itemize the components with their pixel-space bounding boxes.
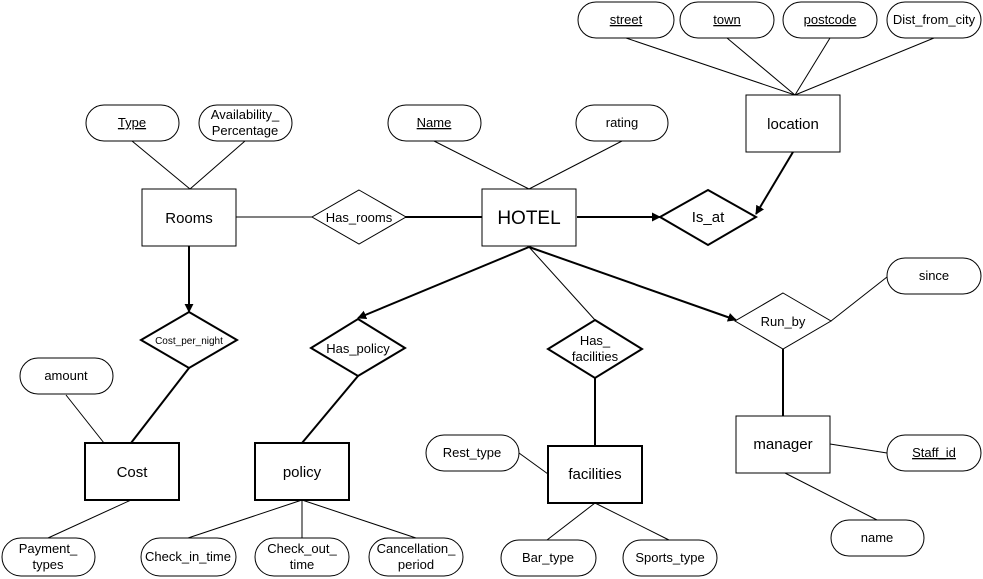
line-manager-staffid <box>829 443 888 454</box>
line-rating-hotel <box>528 140 623 190</box>
attribute-cancellation-period-label-2: period <box>398 557 434 572</box>
attribute-payment-types: Payment_ types <box>1 537 96 577</box>
relationship-run-by-label: Run_by <box>761 314 806 329</box>
entity-rooms: Rooms <box>141 188 237 247</box>
line-street-location <box>625 37 796 96</box>
line-type-rooms <box>131 140 191 190</box>
attribute-check-in-time-label: Check_in_time <box>145 549 231 564</box>
attribute-dist-from-city-label: Dist_from_city <box>893 12 976 27</box>
line-policy-checkin <box>187 499 303 539</box>
line-amount-cost <box>65 394 105 444</box>
line-resttype-facilities <box>518 452 549 475</box>
entity-cost-label: Cost <box>117 464 149 481</box>
attribute-availability-label-2: Percentage <box>212 123 279 138</box>
relationship-has-facilities: Has_ facilities <box>546 318 644 380</box>
attribute-rating: rating <box>575 104 669 142</box>
attribute-availability-label-1: Availability_ <box>211 107 280 122</box>
line-facilities-bartype <box>546 502 596 541</box>
entity-cost: Cost <box>84 442 180 501</box>
line-postcode-location <box>794 37 831 96</box>
attribute-payment-types-label-1: Payment_ <box>19 541 78 556</box>
entity-hotel: HOTEL <box>481 188 577 247</box>
attribute-rest-type: Rest_type <box>425 434 520 472</box>
attribute-town: town <box>679 1 775 39</box>
attribute-manager-name: name <box>830 519 925 557</box>
attribute-rest-type-label: Rest_type <box>443 445 502 460</box>
entity-policy: policy <box>254 442 350 501</box>
attribute-sports-type: Sports_type <box>622 539 718 577</box>
relationship-cost-per-night: Cost_per_night <box>139 310 239 370</box>
attribute-name-label: Name <box>417 115 452 130</box>
entity-location: location <box>745 94 841 153</box>
line-haspolicy-policy <box>301 375 359 444</box>
attribute-since-label: since <box>919 268 949 283</box>
relationship-has-facilities-label-1: Has_ <box>580 333 611 348</box>
attribute-street: street <box>577 1 675 39</box>
attribute-payment-types-label-2: types <box>32 557 64 572</box>
entity-facilities-label: facilities <box>568 466 621 483</box>
attribute-amount-label: amount <box>44 368 88 383</box>
line-manager-name <box>782 471 878 521</box>
attribute-street-label: street <box>610 12 643 27</box>
line-location-isat <box>755 151 794 215</box>
relationship-has-policy-label: Has_policy <box>326 341 390 356</box>
attribute-type: Type <box>85 104 180 142</box>
attribute-check-out-time-label-1: Check_out_ <box>267 541 337 556</box>
attribute-postcode-label: postcode <box>804 12 857 27</box>
line-policy-cancellation <box>301 499 417 539</box>
attribute-bar-type-label: Bar_type <box>522 550 574 565</box>
attribute-staff-id: Staff_id <box>886 434 982 472</box>
entity-location-label: location <box>767 116 819 133</box>
relationship-has-rooms-label: Has_rooms <box>326 210 393 225</box>
relationship-has-rooms: Has_rooms <box>310 189 408 245</box>
entity-manager: manager <box>735 415 831 474</box>
line-cost-paymenttypes <box>47 499 132 539</box>
attribute-amount: amount <box>19 357 114 395</box>
attribute-rating-label: rating <box>606 115 639 130</box>
line-name-hotel <box>433 140 530 190</box>
line-hotel-runby <box>528 246 737 322</box>
relationship-has-facilities-label-2: facilities <box>572 349 619 364</box>
connectors <box>47 37 935 541</box>
attribute-manager-name-label: name <box>861 530 894 545</box>
attribute-availability-percentage: Availability_ Percentage <box>198 104 293 142</box>
relationship-is-at-label: Is_at <box>692 209 725 226</box>
line-hotel-haspolicy <box>357 246 530 320</box>
line-facilities-sportstype <box>594 502 670 541</box>
attribute-check-in-time: Check_in_time <box>140 537 237 577</box>
attribute-dist-from-city: Dist_from_city <box>886 1 982 39</box>
entity-rooms-label: Rooms <box>165 210 213 227</box>
line-availability-rooms <box>189 140 246 190</box>
relationship-has-policy: Has_policy <box>309 317 407 378</box>
attribute-name: Name <box>387 104 482 142</box>
attribute-type-label: Type <box>118 115 146 130</box>
entity-policy-label: policy <box>283 464 322 481</box>
attribute-check-out-time: Check_out_ time <box>254 537 350 577</box>
entity-facilities: facilities <box>547 445 643 504</box>
relationship-is-at: Is_at <box>657 188 759 247</box>
attribute-cancellation-period: Cancellation_ period <box>368 537 464 577</box>
attribute-bar-type: Bar_type <box>500 539 597 577</box>
attribute-since: since <box>886 257 982 295</box>
line-costpernight-cost <box>130 367 190 444</box>
entity-manager-label: manager <box>753 436 812 453</box>
entity-hotel-label: HOTEL <box>497 208 560 229</box>
attribute-staff-id-label: Staff_id <box>912 445 956 460</box>
relationship-run-by: Run_by <box>734 292 832 350</box>
attribute-town-label: town <box>713 12 740 27</box>
line-hotel-hasfacilities <box>528 246 596 321</box>
attribute-check-out-time-label-2: time <box>290 557 315 572</box>
attribute-cancellation-period-label-1: Cancellation_ <box>377 541 457 556</box>
attribute-sports-type-label: Sports_type <box>635 550 704 565</box>
line-town-location <box>726 37 796 96</box>
attribute-postcode: postcode <box>782 1 878 39</box>
line-runby-since <box>830 276 888 322</box>
line-dist-location <box>794 37 935 96</box>
relationship-cost-per-night-label: Cost_per_night <box>155 336 223 347</box>
